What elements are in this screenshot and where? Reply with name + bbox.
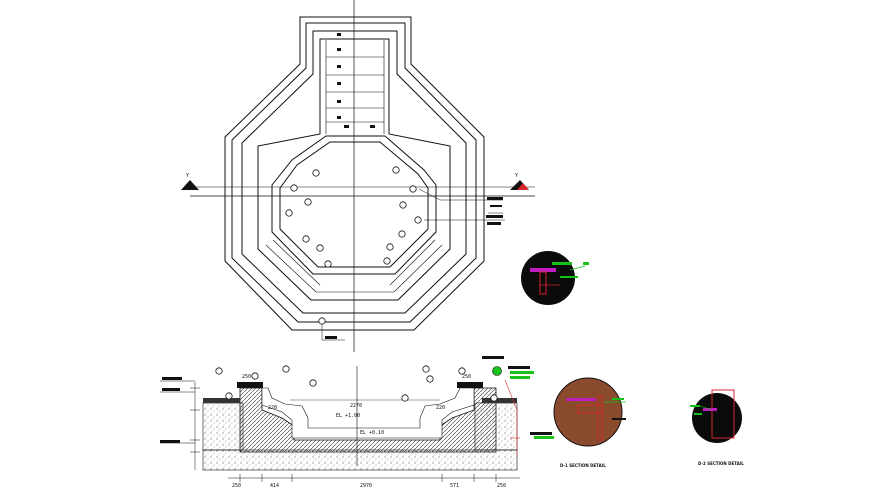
detail-caption-2: D-2 SECTION DETAIL [698,461,744,466]
section-left-labels [160,377,182,443]
plan-outline-2 [231,22,477,323]
dim-bottom-3: 2970 [360,483,372,489]
section-coping-left [237,382,263,388]
plan-steps [325,40,385,134]
plan-basin [271,135,437,275]
dim-bottom-2: 414 [270,483,279,489]
section-callout-green [492,366,502,376]
plan-callouts [285,166,422,325]
dim-bottom-4: 571 [450,483,459,489]
section-marker-left: Y [181,173,199,190]
section-marker-left-label: Y [186,173,189,179]
dim-inner-right: 220 [436,405,445,411]
section-paving-right [482,398,517,403]
dim-bottom-5: 250 [497,483,506,489]
section-basin [261,387,475,439]
dim-inner-left: 220 [268,405,277,411]
section-coping-right [457,382,483,388]
plan-basin-inner [279,141,429,268]
detail-caption-1: D-1 SECTION DETAIL [560,463,606,468]
plan-facet-steps [257,239,451,301]
section-callouts [215,365,498,402]
pool-plan [190,0,535,352]
section-red-leaders [504,379,520,455]
section-marker-right: Y [510,173,529,190]
dim-top-left: 250 [242,374,251,380]
section-dim-bottom [228,474,520,482]
plan-outline-outer [224,16,485,331]
section-ground-left [202,402,244,451]
pool-section: 250 414 2970 571 250 250 250 220 220 227… [160,356,554,489]
section-marker-right-label: Y [515,173,518,179]
detail-circle-small [521,251,589,305]
section-gravel-base [202,449,518,471]
dim-center: 2270 [350,403,362,409]
dim-bottom-1: 250 [232,483,241,489]
section-paving-left [203,398,240,403]
plan-leaders [321,188,505,341]
dim-top-right: 250 [462,374,471,380]
plan-outline-3 [241,30,467,314]
level-a: EL +1.00 [336,413,360,419]
detail-circle-brown: D-1 SECTION DETAIL [553,377,626,468]
plan-label-blocks [325,33,503,339]
section-right-labels [482,356,552,435]
section-green-tags [510,371,554,439]
level-b: EL +0.10 [360,430,384,436]
detail-circle-dark: D-2 SECTION DETAIL [690,389,744,466]
section-dim-left [160,380,200,470]
